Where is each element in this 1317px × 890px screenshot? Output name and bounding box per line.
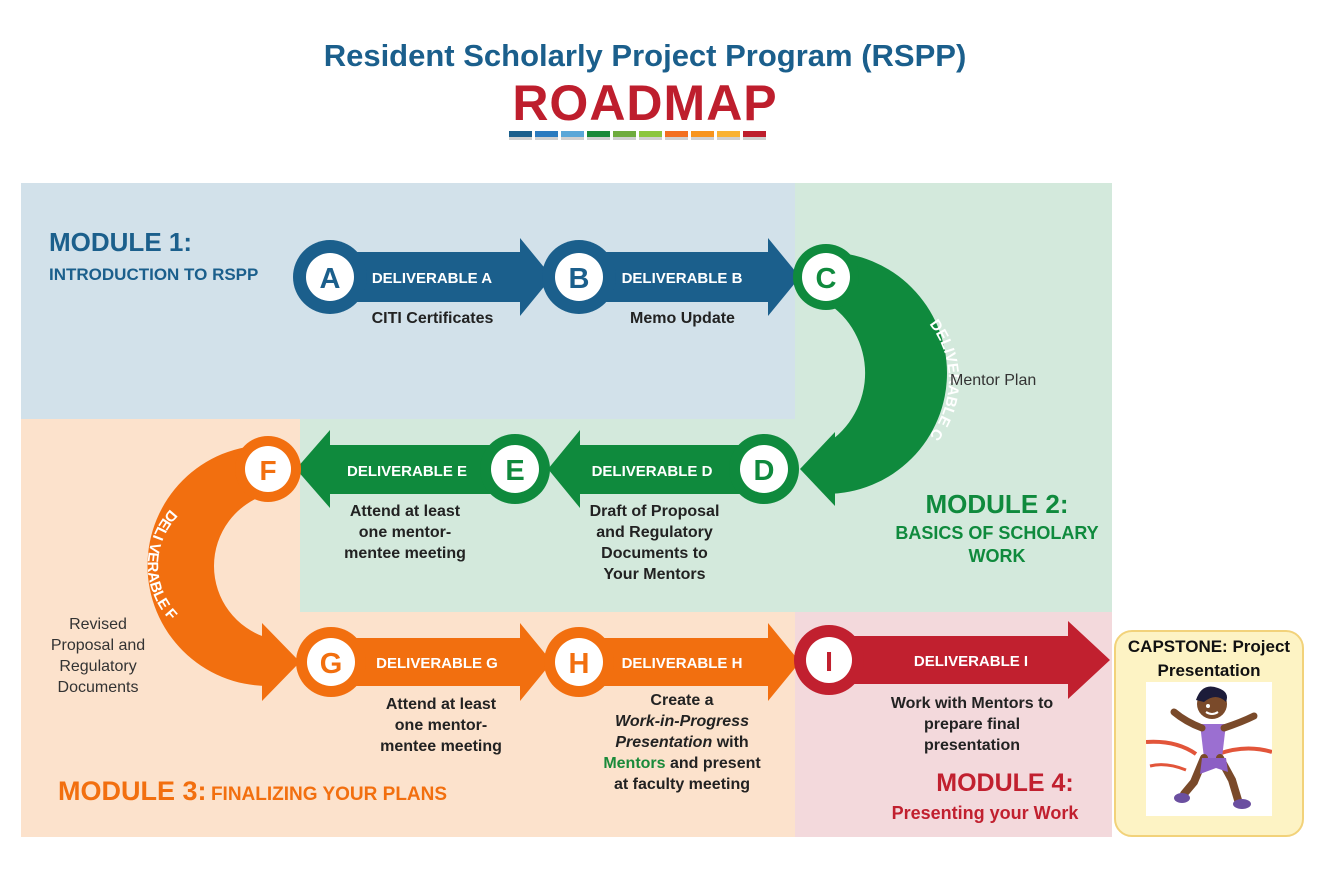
color-bar-segment bbox=[717, 131, 740, 140]
h-desc-4: with bbox=[716, 734, 749, 751]
module-3-heading: MODULE 3: FINALIZING YOUR PLANS bbox=[58, 776, 447, 807]
node-i-letter: I bbox=[825, 646, 833, 677]
node-b: B bbox=[542, 240, 616, 314]
program-subtitle: Resident Scholarly Project Program (RSPP… bbox=[323, 38, 967, 73]
color-bar-segment bbox=[613, 131, 636, 140]
path-segment-e bbox=[296, 430, 515, 508]
deliverable-a-label: DELIVERABLE A bbox=[372, 270, 492, 287]
color-bar-segment bbox=[587, 131, 610, 140]
path-curve-c bbox=[826, 252, 948, 494]
module-1-subtitle: INTRODUCTION TO RSPP bbox=[49, 265, 259, 284]
path-segment-d bbox=[548, 430, 766, 508]
title-color-bar bbox=[509, 131, 766, 140]
node-b-letter: B bbox=[569, 263, 590, 295]
deliverable-a-desc: CITI Certificates bbox=[371, 310, 494, 327]
deliverable-e-label: DELIVERABLE E bbox=[347, 463, 467, 480]
module-4-title: MODULE 4: bbox=[936, 769, 1074, 797]
color-bar-segment bbox=[665, 131, 688, 140]
deliverable-b-desc: Memo Update bbox=[630, 310, 735, 327]
node-d-letter: D bbox=[754, 455, 775, 487]
node-e-letter: E bbox=[505, 455, 524, 487]
capstone-box: CAPSTONE: Project Presentation bbox=[1114, 630, 1304, 837]
capstone-title: CAPSTONE: Project Presentation bbox=[1127, 637, 1291, 680]
h-desc-7: at faculty meeting bbox=[613, 776, 751, 793]
deliverable-d-desc: Draft of Proposal and Regulatory Documen… bbox=[589, 503, 720, 583]
color-bar-segment bbox=[561, 131, 584, 140]
module-3-title: MODULE 3: bbox=[58, 776, 207, 806]
color-bar-segment bbox=[639, 131, 662, 140]
node-f: F bbox=[235, 436, 301, 502]
h-desc-1: Create a bbox=[650, 692, 714, 709]
module-1-title: MODULE 1: bbox=[49, 227, 192, 257]
module-2-subtitle: BASICS OF SCHOLARY WORK bbox=[895, 523, 1099, 566]
node-i: I bbox=[794, 625, 864, 695]
deliverable-h-desc: Create a Work-in-Progress Presentation w… bbox=[592, 690, 772, 795]
deliverable-d-label: DELIVERABLE D bbox=[592, 463, 713, 480]
node-e: E bbox=[480, 434, 550, 504]
path-curve-f bbox=[147, 445, 268, 687]
h-desc-3: Presentation bbox=[615, 734, 713, 751]
node-h: H bbox=[544, 627, 614, 697]
deliverable-c-desc: Mentor Plan bbox=[950, 372, 1037, 389]
path-segment-h bbox=[580, 623, 800, 701]
h-desc-6: and present bbox=[670, 755, 761, 772]
path-segment-g bbox=[330, 623, 552, 701]
module-4-subtitle: Presenting your Work bbox=[891, 803, 1079, 823]
path-arrowhead-c bbox=[800, 432, 835, 506]
h-desc-5: Mentors bbox=[603, 755, 666, 772]
deliverable-b-label: DELIVERABLE B bbox=[622, 270, 743, 287]
deliverable-e-desc: Attend at least one mentor-mentee meetin… bbox=[344, 503, 466, 562]
color-bar-segment bbox=[743, 131, 766, 140]
deliverable-f-desc: Revised Proposal and Regulatory Document… bbox=[50, 616, 146, 696]
deliverable-h-label: DELIVERABLE H bbox=[622, 655, 743, 672]
path-segment-b bbox=[580, 238, 800, 316]
runner-finish-line-icon bbox=[1145, 682, 1273, 816]
node-f-letter: F bbox=[259, 455, 276, 486]
module-3-subtitle: FINALIZING YOUR PLANS bbox=[210, 784, 448, 805]
node-g: G bbox=[296, 627, 366, 697]
h-desc-2: Work-in-Progress bbox=[615, 713, 749, 730]
node-a: A bbox=[293, 240, 367, 314]
color-bar-segment bbox=[691, 131, 714, 140]
deliverable-i-desc: Work with Mentors to prepare final prese… bbox=[890, 695, 1054, 754]
node-h-letter: H bbox=[569, 648, 590, 680]
deliverable-g-label: DELIVERABLE G bbox=[376, 655, 498, 672]
deliverable-g-desc: Attend at least one mentor-mentee meetin… bbox=[380, 696, 502, 755]
node-a-letter: A bbox=[320, 263, 341, 295]
path-segment-a bbox=[330, 238, 552, 316]
deliverable-i-label: DELIVERABLE I bbox=[914, 653, 1028, 670]
color-bar-segment bbox=[535, 131, 558, 140]
node-g-letter: G bbox=[320, 648, 343, 680]
path-segment-i bbox=[826, 621, 1110, 699]
roadmap-title: ROADMAP bbox=[512, 75, 778, 131]
node-c: C bbox=[793, 244, 859, 310]
module-2-title: MODULE 2: bbox=[925, 489, 1069, 519]
color-bar-segment bbox=[509, 131, 532, 140]
node-c-letter: C bbox=[816, 263, 837, 295]
node-d: D bbox=[729, 434, 799, 504]
path-arrowhead-f bbox=[262, 623, 300, 701]
